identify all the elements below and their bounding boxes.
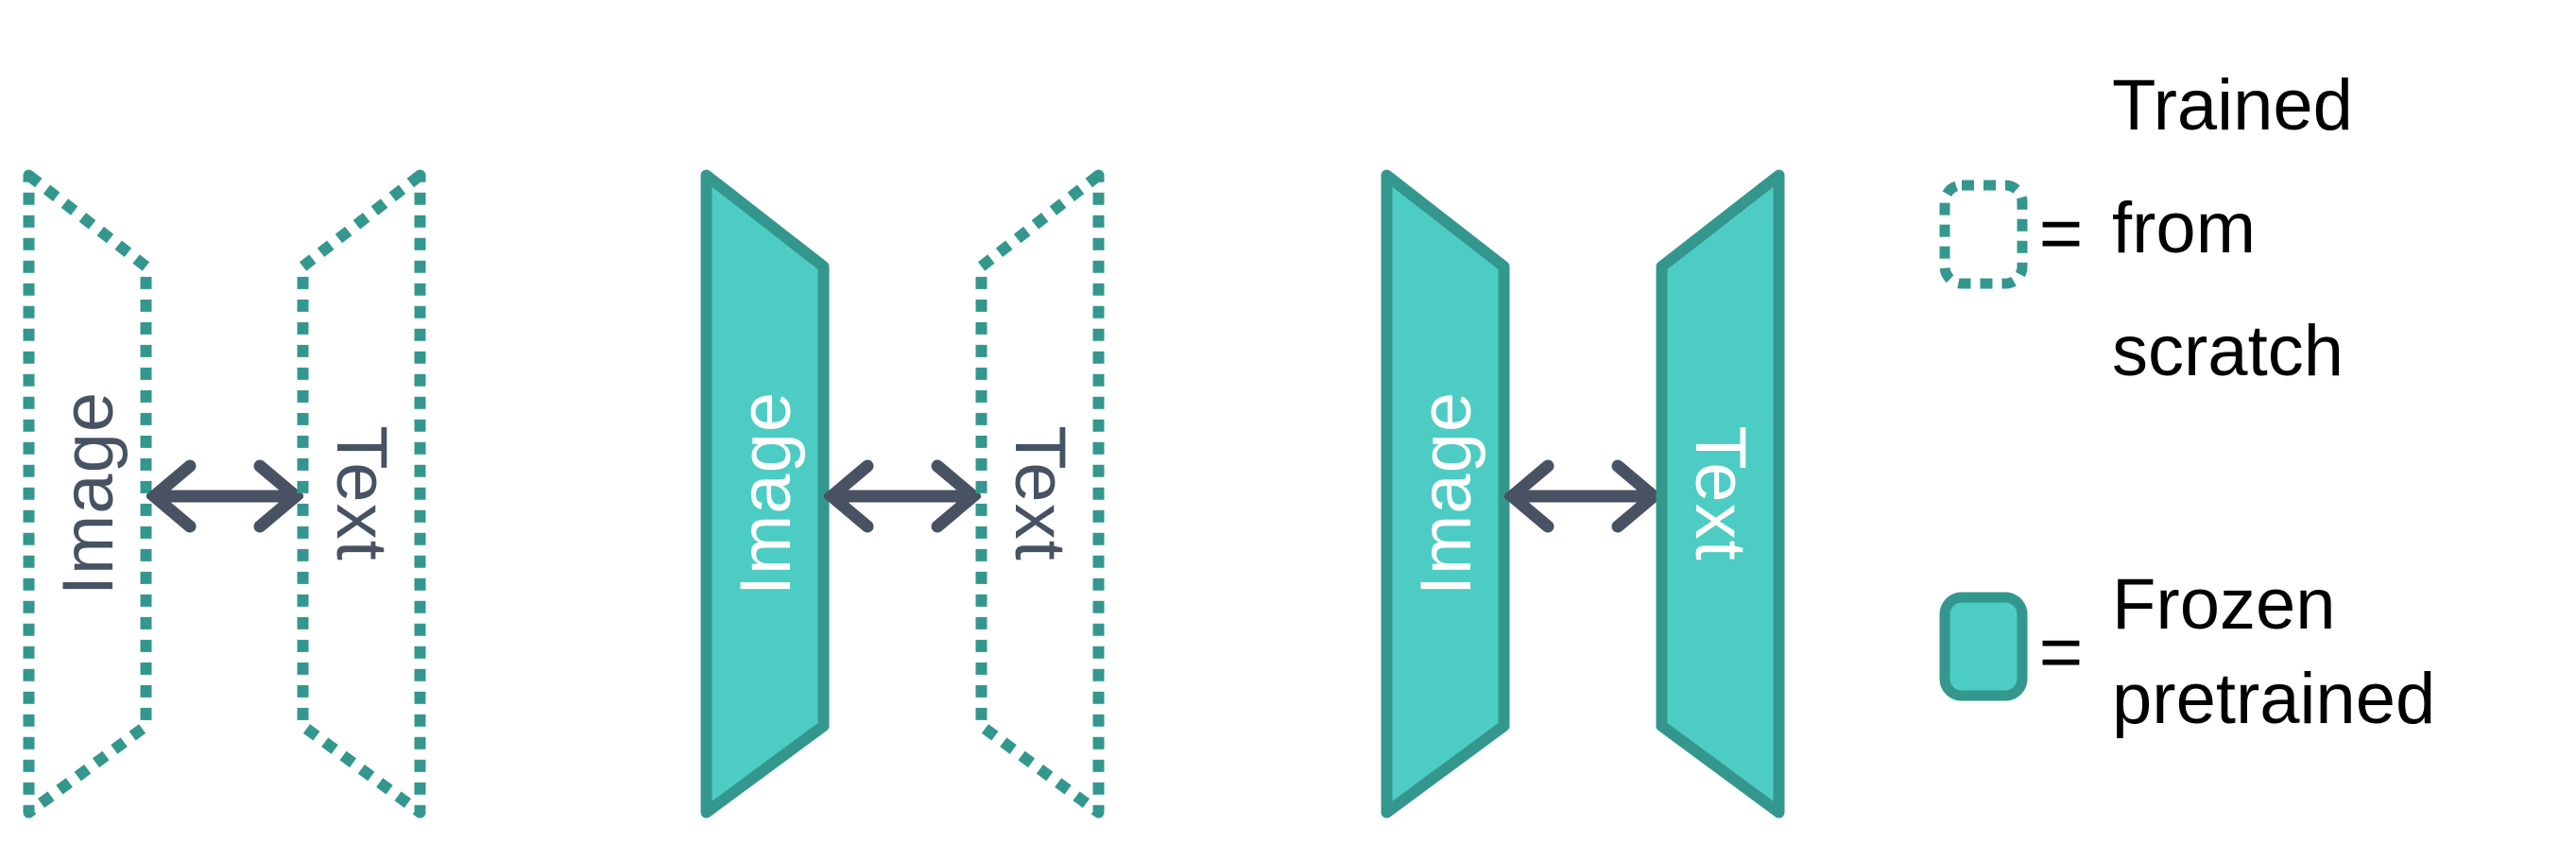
legend-label-trained-from-scratch: Trained from scratch (2112, 65, 2353, 391)
pair1-bidirectional-arrow (146, 459, 303, 533)
frozen-pretrained-icon (1939, 592, 2028, 701)
pair3-text-encoder-shape (1656, 169, 1785, 819)
legend-equals-sign: = (2038, 191, 2084, 275)
pair1-image-encoder-shape (23, 169, 152, 819)
pair3-bidirectional-arrow (1504, 459, 1661, 533)
pair3-image-encoder-shape (1381, 169, 1510, 819)
legend-equals-sign: = (2038, 610, 2084, 694)
trained-from-scratch-icon (1939, 180, 2028, 289)
pair2-text-encoder-shape (975, 169, 1105, 819)
pair1-text-encoder-shape (297, 169, 426, 819)
pair2-bidirectional-arrow (824, 459, 981, 533)
legend-label-frozen-pretrained: Frozen pretrained (2112, 564, 2436, 739)
pair2-image-encoder-shape (700, 169, 830, 819)
